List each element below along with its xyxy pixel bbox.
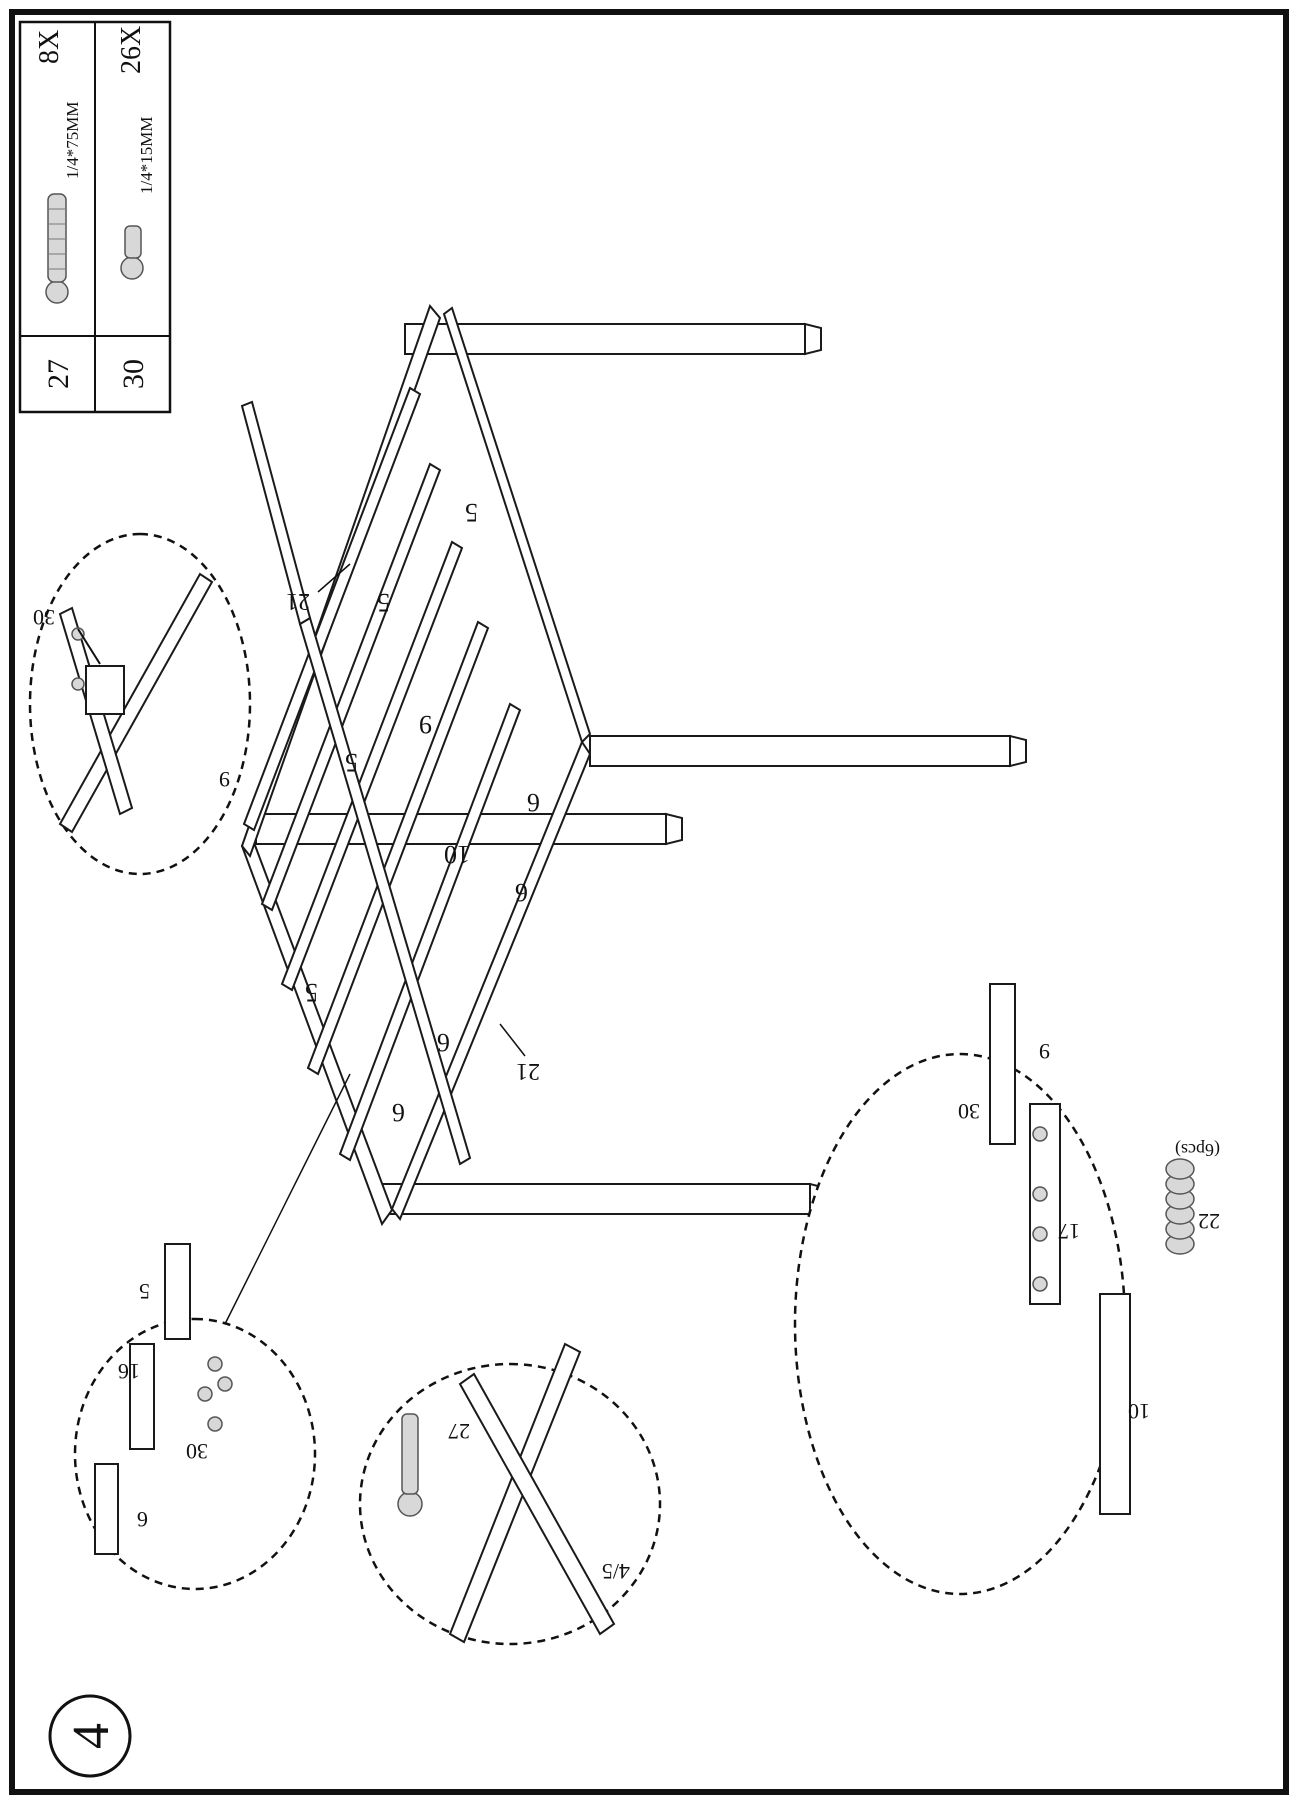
short-bolt-icon [120, 225, 144, 280]
label-rail-6: 6 [437, 1028, 450, 1057]
label-rail-6: 6 [392, 1098, 405, 1127]
label-rail-6: 6 [137, 1507, 148, 1532]
step-number-badge: 4 [48, 1694, 132, 1778]
label-bolt-30: 30 [33, 605, 55, 630]
bed-frame: 5 5 5 5 6 6 6 6 9 10 21 21 [240, 304, 1027, 1227]
label-rail-5: 5 [465, 498, 478, 527]
label-connector-17: 17 [1058, 1219, 1080, 1244]
label-rail-5: 5 [305, 978, 318, 1007]
label-rail-9: 9 [219, 767, 230, 792]
bolt-icon [197, 1356, 233, 1432]
label-bolt-27: 27 [448, 1419, 470, 1444]
pad-icon [1165, 1158, 1195, 1255]
long-bolt-icon [397, 1413, 423, 1517]
bolt-icon [71, 627, 101, 691]
label-bracket-21: 21 [286, 588, 310, 614]
part-id: 30 [117, 359, 150, 389]
step-number: 4 [63, 1723, 120, 1749]
parts-table: 27 1/4*75MM 8X 30 [18, 20, 172, 414]
leg [404, 322, 822, 356]
detail-center-connector-callout: 30 9 17 10 22 (6pcs) [793, 983, 1220, 1596]
label-center-9: 9 [419, 710, 432, 739]
label-rail-4-5: 4/5 [602, 1559, 630, 1584]
label-rail-5: 5 [345, 748, 358, 777]
center-rail [240, 400, 472, 1166]
detail-bolt-callout: 27 4/5 [358, 1342, 662, 1646]
cross-slats [242, 386, 522, 1162]
leg [589, 734, 1027, 768]
long-bolt-icon [45, 193, 69, 304]
label-rail-10: 10 [1128, 1399, 1150, 1424]
label-connector-16: 16 [118, 1359, 140, 1384]
part-qty: 8X [34, 30, 65, 64]
label-rail-5: 5 [139, 1279, 150, 1304]
label-pads-22: 22 [1198, 1209, 1220, 1234]
page-border [9, 9, 1289, 1795]
label-rail-5: 5 [377, 588, 390, 617]
label-rail-9: 9 [1039, 1039, 1050, 1064]
leg [379, 1182, 827, 1216]
label-center-10: 10 [444, 840, 470, 869]
label-bracket-21: 21 [516, 1058, 540, 1084]
detail-bracket-callout: 30 9 [28, 532, 252, 876]
detail-connector-callout: 6 16 5 30 [73, 1073, 351, 1591]
parts-row-30: 30 1/4*15MM 26X [116, 26, 156, 389]
bolt-icon [1032, 1126, 1048, 1292]
part-size: 1/4*75MM [63, 102, 82, 179]
part-qty: 26X [116, 26, 147, 74]
parts-row-27: 27 1/4*75MM 8X [34, 30, 82, 389]
label-bolt-30: 30 [958, 1099, 980, 1124]
label-bolt-30: 30 [186, 1439, 208, 1464]
part-id: 27 [42, 359, 75, 389]
label-rail-6: 6 [527, 788, 540, 817]
part-size: 1/4*15MM [137, 117, 156, 194]
label-rail-6: 6 [515, 878, 528, 907]
label-pads-qty: (6pcs) [1175, 1139, 1220, 1160]
